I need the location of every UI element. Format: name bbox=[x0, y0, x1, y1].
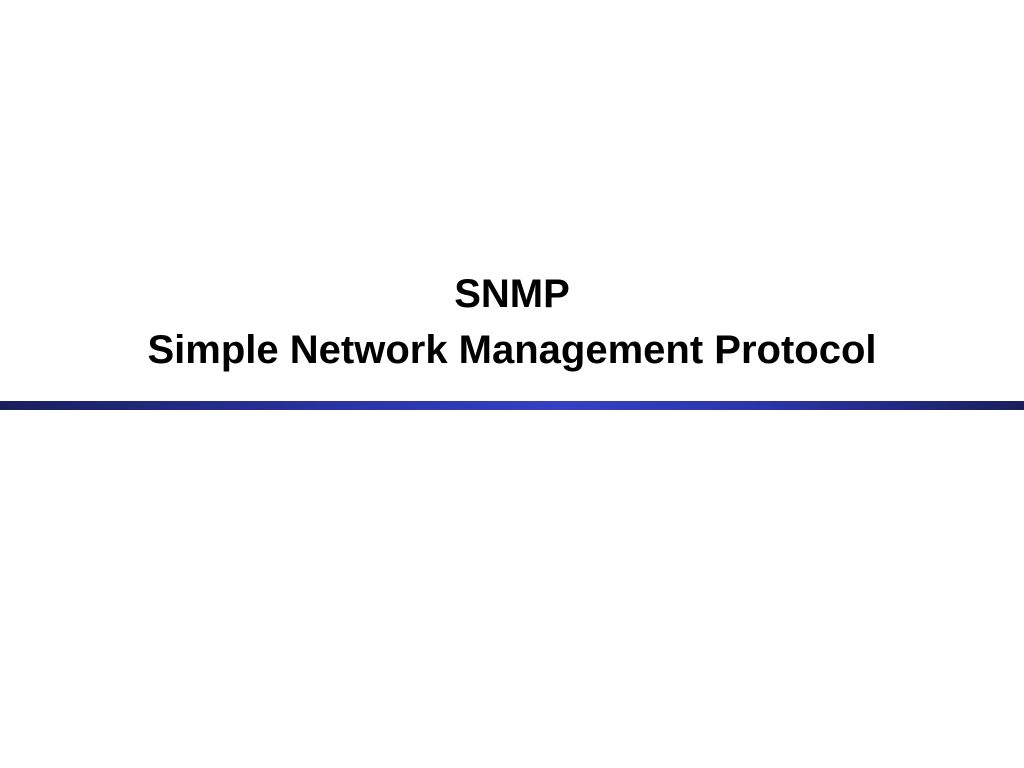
title-divider-rule bbox=[0, 401, 1024, 410]
title-acronym: SNMP bbox=[454, 272, 570, 316]
title-full-name: Simple Network Management Protocol bbox=[147, 328, 877, 372]
slide-title: SNMP Simple Network Management Protocol bbox=[0, 266, 1024, 378]
